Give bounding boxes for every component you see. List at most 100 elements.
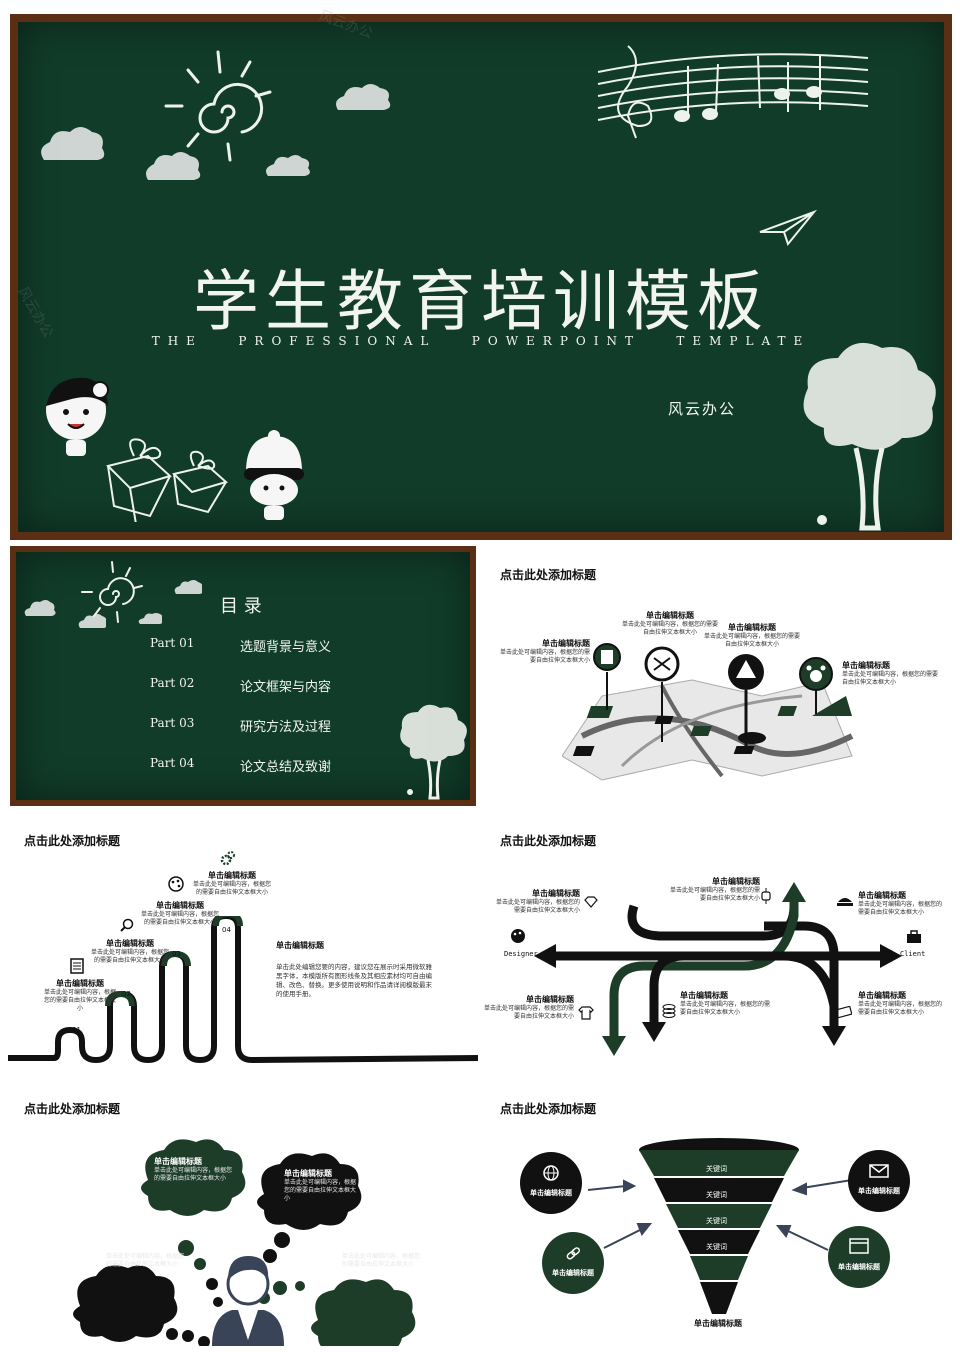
toc-part: Part 04 (150, 756, 195, 770)
node-desc: 单击此处可编辑内容，根据您的需要自由拉伸文本框大小 (858, 901, 943, 916)
node-desc: 单击此处可编辑内容，根据您的需要自由拉伸文本框大小 (842, 671, 939, 686)
cloud-doodle (146, 152, 201, 180)
coins-icon (662, 1004, 676, 1018)
search-icon (120, 918, 134, 932)
arrow-node[interactable]: 单击编辑标题 单击此处可编辑内容，根据您的需要自由拉伸文本框大小 (484, 994, 574, 1021)
step-title: 单击编辑标题 (106, 939, 154, 948)
toc-label: 选题背景与意义 (240, 640, 332, 655)
cloud-doodle (266, 155, 310, 176)
node-title: 单击编辑标题 (342, 1243, 390, 1252)
node-desc: 单击此处可编辑内容，根据您的需要自由拉伸文本框大小 (858, 1001, 943, 1016)
funnel-circle[interactable]: 单击编辑标题 (848, 1150, 910, 1212)
gears-icon (220, 851, 235, 866)
thought-bubble[interactable]: 单击编辑标题 单击此处可编辑内容，根据您的需要自由拉伸文本框大小 (284, 1168, 360, 1203)
thought-bubble[interactable]: 单击编辑标题 单击此处可编辑内容，根据您的需要自由拉伸文本框大小 (342, 1242, 422, 1269)
food-icon (837, 898, 853, 906)
cloud-doodle (78, 614, 106, 628)
node-desc: 单击此处可编辑内容，根据您的需要自由拉伸文本框大小 (284, 1179, 357, 1202)
step-title: 单击编辑标题 (56, 979, 104, 988)
cover-slide[interactable]: 学生教育培训模板 THE PROFESSIONAL POWERPOINT TEM… (10, 8, 952, 540)
step-text[interactable]: 单击编辑标题 单击此处可编辑内容，根据您的需要自由拉伸文本框大小 (140, 900, 220, 927)
step-desc: 单击此处可编辑内容，根据您的需要自由拉伸文本框大小 (90, 949, 169, 964)
arrow-node[interactable]: 单击编辑标题 单击此处可编辑内容，根据您的需要自由拉伸文本框大小 (858, 990, 944, 1017)
node-title: 单击编辑标题 (542, 639, 590, 648)
node-title: 单击编辑标题 (858, 991, 906, 1000)
node-desc: 单击此处可编辑内容，根据您的需要自由拉伸文本框大小 (680, 1001, 771, 1016)
steps-slide[interactable]: 点击此处添加标题 01 02 03 04 单击编辑标题 单击此处可编辑内容，根据… (8, 816, 478, 1078)
funnel-slide[interactable]: 点击此处添加标题 关键词 关键词 关键词 关键词 单击编辑标题 单击编辑标题 单… (484, 1086, 954, 1348)
node-title: 单击编辑标题 (526, 995, 574, 1004)
cloud-doodle (174, 580, 202, 594)
map-illustration (562, 679, 854, 781)
map-node[interactable]: 单击编辑标题 单击此处可编辑内容，根据您的需要自由拉伸文本框大小 (702, 622, 802, 649)
toc-part: Part 02 (150, 676, 195, 690)
map-node[interactable]: 单击编辑标题 单击此处可编辑内容，根据您的需要自由拉伸文本框大小 (620, 610, 720, 637)
toc-part: Part 01 (150, 636, 195, 650)
client-label: Client (900, 950, 926, 958)
funnel-circle[interactable]: 单击编辑标题 (542, 1232, 604, 1294)
cloud-doodle (41, 127, 105, 160)
watch-icon (761, 888, 771, 904)
thought-bubble[interactable]: 单击编辑标题 单击此处可编辑内容，根据您的需要自由拉伸文本框大小 (106, 1242, 186, 1269)
diamond-icon (584, 896, 598, 908)
boy-face-doodle (244, 430, 304, 520)
map-slide[interactable]: 点击此处添加标题 单击编辑标题 单击此处可编辑内容，根据您的需要自由拉伸文本框大… (484, 546, 954, 808)
step-number: 02 (122, 990, 131, 998)
step-desc: 单击此处可编辑内容，根据您的需要自由拉伸文本框大小 (43, 989, 116, 1012)
funnel-circle[interactable]: 单击编辑标题 (520, 1152, 582, 1214)
node-title: 单击编辑标题 (728, 623, 776, 632)
palette-icon (511, 929, 525, 943)
pin-tree-icon (728, 654, 764, 746)
step-desc: 单击此处可编辑内容，根据您的需要自由拉伸文本框大小 (140, 911, 219, 926)
slide-title: 点击此处添加标题 (24, 834, 121, 848)
arrow-node[interactable]: 单击编辑标题 单击此处可编辑内容，根据您的需要自由拉伸文本框大小 (680, 990, 772, 1017)
slide-title: 点击此处添加标题 (24, 1102, 121, 1116)
map-node[interactable]: 单击编辑标题 单击此处可编辑内容，根据您的需要自由拉伸文本框大小 (842, 660, 938, 687)
node-title: 单击编辑标题 (842, 661, 890, 670)
thought-slide[interactable]: 点击此处添加标题 单击编辑标题 单击此处可编辑内容，根据您的需要自由拉伸文本框大… (8, 1086, 478, 1348)
watermark: 风云办公 (316, 7, 375, 43)
pin-paw-icon (799, 657, 833, 714)
side-text[interactable]: 单击编辑标题 单击此处编辑您要的内容，建议您在展示时采用微软雅黑字体，本模版所有… (276, 940, 436, 999)
toc-slide[interactable]: 目 录 Part 01 选题背景与意义 Part 02 论文框架与内容 Part… (10, 546, 476, 806)
globe-icon (543, 1165, 559, 1181)
step-text[interactable]: 单击编辑标题 单击此处可编辑内容，根据您的需要自由拉伸文本框大小 (90, 938, 170, 965)
arrow-node[interactable]: 单击编辑标题 单击此处可编辑内容，根据您的需要自由拉伸文本框大小 (858, 890, 944, 917)
funnel-arrows (587, 1179, 853, 1251)
step-text[interactable]: 单击编辑标题 单击此处可编辑内容，根据您的需要自由拉伸文本框大小 (42, 978, 118, 1013)
funnel-circle[interactable]: 单击编辑标题 (828, 1226, 890, 1288)
arrow-node[interactable]: 单击编辑标题 单击此处可编辑内容，根据您的需要自由拉伸文本框大小 (668, 876, 760, 903)
gift-boxes-doodle (106, 438, 229, 522)
node-title: 单击编辑标题 (646, 611, 694, 620)
document-icon (70, 958, 84, 974)
node-title: 单击编辑标题 (284, 1169, 332, 1178)
cloud-doodle (336, 84, 391, 110)
cover-subtitle: THE PROFESSIONAL POWERPOINT TEMPLATE (151, 334, 811, 348)
arrow-node[interactable]: 单击编辑标题 单击此处可编辑内容，根据您的需要自由拉伸文本框大小 (492, 888, 580, 915)
tree-doodle (803, 342, 936, 531)
circle-label: 单击编辑标题 (838, 1263, 880, 1271)
toc-label: 论文总结及致谢 (240, 760, 332, 775)
tree-doodle (400, 704, 467, 800)
cloud-doodle (24, 600, 56, 616)
arrows-slide[interactable]: 点击此处添加标题 Designer Client 单击编辑标题 单击此处可编辑内… (484, 816, 954, 1078)
step-text[interactable]: 单击编辑标题 单击此处可编辑内容，根据您的需要自由拉伸文本框大小 (192, 870, 272, 897)
funnel-bottom-label: 单击编辑标题 (694, 1319, 742, 1328)
cloud-doodle (138, 613, 162, 624)
node-title: 单击编辑标题 (532, 889, 580, 898)
toc-label: 研究方法及过程 (240, 720, 332, 735)
person-icon (212, 1256, 284, 1346)
step-desc: 单击此处可编辑内容，根据您的需要自由拉伸文本框大小 (192, 881, 271, 896)
node-desc: 单击此处可编辑内容，根据您的需要自由拉伸文本框大小 (499, 649, 590, 664)
designer-label: Designer (504, 950, 538, 958)
browser-icon (849, 1238, 869, 1254)
arrows-graphic (534, 882, 902, 1056)
node-title: 单击编辑标题 (106, 1243, 154, 1252)
step-number: 03 (172, 950, 181, 958)
funnel-keyword: 关键词 (706, 1165, 727, 1173)
circle-label: 单击编辑标题 (552, 1269, 594, 1277)
thought-bubble[interactable]: 单击编辑标题 单击此处可编辑内容，根据您的需要自由拉伸文本框大小 (154, 1156, 234, 1183)
funnel-keyword: 关键词 (706, 1243, 727, 1251)
mail-icon (869, 1164, 889, 1178)
map-node[interactable]: 单击编辑标题 单击此处可编辑内容，根据您的需要自由拉伸文本框大小 (498, 638, 590, 665)
